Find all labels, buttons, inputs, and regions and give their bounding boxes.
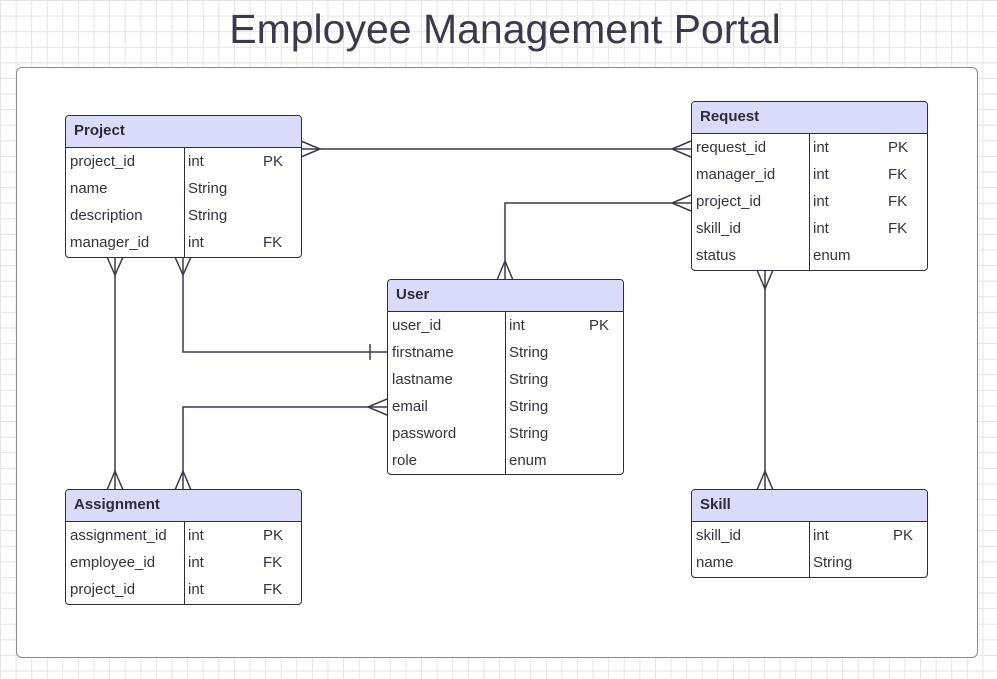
attribute-name: assignment_id <box>70 527 167 544</box>
attribute-name: employee_id <box>70 554 156 571</box>
attribute-row: status enum <box>692 242 927 269</box>
attribute-key: FK <box>263 554 283 571</box>
entity-assignment[interactable]: Assignment assignment_id int PK employee… <box>65 489 302 605</box>
relationship-project-user[interactable] <box>174 256 387 360</box>
attribute-name: request_id <box>696 139 767 156</box>
column-divider <box>809 134 811 270</box>
attribute-type: int <box>188 581 204 598</box>
entity-project-header: Project <box>66 116 301 148</box>
attribute-row: project_id int FK <box>692 188 927 215</box>
attribute-type: int <box>813 139 829 156</box>
attribute-key: PK <box>263 153 284 170</box>
attribute-row: manager_id int FK <box>66 229 301 256</box>
attribute-key: FK <box>888 193 908 210</box>
attribute-row: description String <box>66 202 301 229</box>
attribute-row: name String <box>66 175 301 202</box>
entity-skill-header: Skill <box>692 490 927 522</box>
attribute-row: project_id int FK <box>66 576 301 603</box>
attribute-row: project_id int PK <box>66 148 301 175</box>
entity-assignment-header: Assignment <box>66 490 301 522</box>
column-divider <box>184 148 186 257</box>
attribute-row: role enum <box>388 447 623 474</box>
entity-skill[interactable]: Skill skill_id int PK name String <box>691 489 928 578</box>
attribute-type: int <box>188 153 204 170</box>
attribute-row: user_id int PK <box>388 312 623 339</box>
attribute-name: project_id <box>696 193 762 210</box>
attribute-type: int <box>813 193 829 210</box>
attribute-name: manager_id <box>70 234 150 251</box>
attribute-type: String <box>509 398 549 415</box>
attribute-type: String <box>188 180 228 197</box>
attribute-row: employee_id int FK <box>66 549 301 576</box>
attribute-type: int <box>509 317 525 334</box>
column-divider <box>184 522 186 604</box>
attribute-row: lastname String <box>388 366 623 393</box>
attribute-row: firstname String <box>388 339 623 366</box>
entity-project[interactable]: Project project_id int PK name String de… <box>65 115 302 258</box>
entity-request[interactable]: Request request_id int PK manager_id int… <box>691 101 928 271</box>
relationship-request-skill[interactable] <box>756 269 774 491</box>
attribute-key: PK <box>589 317 610 334</box>
attribute-row: request_id int PK <box>692 134 927 161</box>
attribute-type: int <box>188 234 204 251</box>
relationship-request-user[interactable] <box>496 194 692 281</box>
attribute-name: skill_id <box>696 220 742 237</box>
attribute-type: enum <box>509 452 547 469</box>
attribute-type: int <box>813 220 829 237</box>
attribute-name: user_id <box>392 317 442 334</box>
attribute-name: skill_id <box>696 527 742 544</box>
page-title: Employee Management Portal <box>229 6 781 52</box>
attribute-type: String <box>188 207 228 224</box>
relationship-project-request[interactable] <box>300 140 692 158</box>
attribute-type: int <box>813 527 829 544</box>
attribute-name: role <box>392 452 418 469</box>
attribute-name: lastname <box>392 371 453 388</box>
attribute-name: description <box>70 207 143 224</box>
attribute-name: name <box>70 180 108 197</box>
attribute-key: FK <box>888 220 908 237</box>
attribute-key: PK <box>893 527 914 544</box>
attribute-key: PK <box>263 527 284 544</box>
attribute-row: skill_id int FK <box>692 215 927 242</box>
attribute-name: password <box>392 425 457 442</box>
entity-request-header: Request <box>692 102 927 134</box>
relationship-user-assignment[interactable] <box>174 398 388 491</box>
attribute-name: email <box>392 398 428 415</box>
attribute-row: manager_id int FK <box>692 161 927 188</box>
attribute-key: PK <box>888 139 909 156</box>
entity-user[interactable]: User user_id int PK firstname String las… <box>387 279 624 475</box>
relationship-project-assignment[interactable] <box>106 256 124 491</box>
attribute-type: int <box>813 166 829 183</box>
attribute-row: password String <box>388 420 623 447</box>
attribute-type: String <box>509 344 549 361</box>
attribute-name: status <box>696 247 737 264</box>
attribute-name: project_id <box>70 581 136 598</box>
attribute-name: project_id <box>70 153 136 170</box>
attribute-row: name String <box>692 549 927 576</box>
attribute-name: manager_id <box>696 166 776 183</box>
attribute-type: int <box>188 554 204 571</box>
attribute-type: int <box>188 527 204 544</box>
entity-user-header: User <box>388 280 623 312</box>
attribute-key: FK <box>263 581 283 598</box>
attribute-row: assignment_id int PK <box>66 522 301 549</box>
attribute-key: FK <box>888 166 908 183</box>
attribute-type: enum <box>813 247 851 264</box>
attribute-name: name <box>696 554 734 571</box>
attribute-type: String <box>813 554 853 571</box>
attribute-type: String <box>509 371 549 388</box>
attribute-type: String <box>509 425 549 442</box>
attribute-key: FK <box>263 234 283 251</box>
attribute-row: email String <box>388 393 623 420</box>
attribute-name: firstname <box>392 344 454 361</box>
column-divider <box>505 312 507 474</box>
column-divider <box>809 522 811 577</box>
attribute-row: skill_id int PK <box>692 522 927 549</box>
